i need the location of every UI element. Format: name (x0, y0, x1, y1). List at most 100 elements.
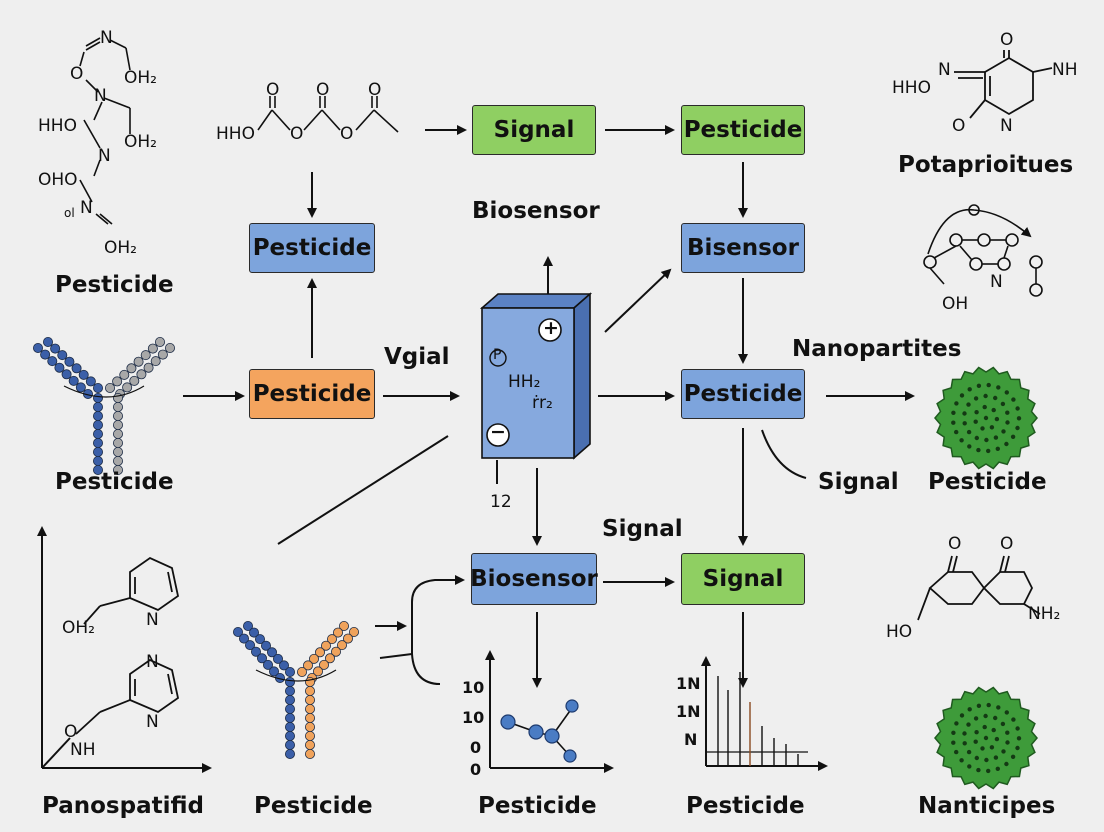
chem-atom: HHO (216, 124, 255, 144)
antibody-bead (93, 428, 104, 439)
antibody-bead (250, 646, 261, 657)
sensor-device (479, 292, 593, 460)
chem-atom: O (70, 64, 84, 84)
antibody-bead (324, 653, 335, 664)
antibody-bead (85, 376, 96, 387)
nanoparticle-spot (991, 727, 996, 733)
chem-atom: N (146, 652, 159, 672)
antibody-bead (318, 659, 329, 670)
chem-atom: NH (70, 740, 96, 760)
antibody-bead (320, 640, 331, 651)
antibody-bead (113, 410, 124, 421)
nanoparticle-spot (983, 713, 988, 719)
nanoparticle-spot (1015, 745, 1020, 751)
antibody-bead (47, 356, 58, 367)
pesticide-box-mid-right[interactable]: Pesticide (681, 369, 805, 419)
nanoparticle-spot (973, 396, 979, 401)
antibody-bead (238, 633, 249, 644)
antibody-bead (284, 722, 295, 733)
antibody-bead (93, 410, 104, 421)
nanoparticle-spot (966, 722, 971, 727)
nanoparticle-spot (974, 410, 979, 415)
bottom-left-axes (37, 526, 212, 773)
data-point (528, 724, 544, 740)
chem-atom: N (938, 60, 951, 80)
antibody-bead (93, 437, 104, 448)
antibody-bead (119, 369, 130, 380)
antibody-bead (113, 419, 124, 430)
label-pesticide-top-left: Pesticide (55, 272, 174, 298)
plot2-tick: 1N (676, 702, 701, 721)
nanoparticle-spot (951, 410, 956, 415)
nanoparticle-spot (1004, 761, 1009, 767)
antibody-bead (164, 342, 175, 353)
antibody-bead (113, 437, 124, 448)
antibody-bead (150, 356, 161, 367)
nanoparticle-spot (994, 736, 1000, 742)
chem-atom: O (340, 124, 354, 144)
nanoparticle-spot (1011, 397, 1016, 402)
device-number: 12 (490, 492, 512, 512)
arrow (604, 268, 672, 333)
nanoparticle-spot (959, 393, 965, 398)
label-pesticide-bottom-3: Pesticide (686, 793, 805, 819)
nanoparticle-spot (966, 402, 971, 407)
nanoparticle-spot (989, 425, 995, 430)
chem-atom: O (368, 80, 382, 100)
plot2-tick: 1N (676, 674, 701, 693)
plus-icon: + (543, 317, 559, 339)
antibody-bead (304, 713, 315, 724)
nanoparticle-spot (966, 429, 972, 435)
antibody-bead (147, 343, 158, 354)
nanoparticle-spot (1005, 740, 1010, 745)
nanoparticle-spot (976, 703, 982, 708)
plot1-tick: 10 (462, 678, 485, 697)
label-pesticide-bottom-1: Pesticide (254, 793, 373, 819)
device-p-symbol: P (493, 347, 502, 363)
antibody-bead (312, 666, 323, 677)
signal-box-top[interactable]: Signal (472, 105, 596, 155)
label-pesticide-bottom-2: Pesticide (478, 793, 597, 819)
antibody-bead (78, 369, 89, 380)
nanoparticle-spot (954, 429, 959, 435)
pesticide-box-orange[interactable]: Pesticide (249, 369, 375, 419)
antibody-bead (284, 695, 295, 706)
nanoparticle-spot (984, 757, 989, 763)
antibody-bead (304, 740, 315, 751)
antibody-bead (40, 349, 51, 360)
nanoparticle-spot (983, 735, 989, 741)
antibody-blue-gray (33, 336, 175, 475)
nanoparticle-spot (954, 401, 959, 406)
antibody-bead (326, 634, 337, 645)
plot1-tick: 0 (470, 738, 482, 757)
antibody-bead (272, 653, 283, 664)
antibody-bead (284, 731, 295, 742)
chem-atom: N (146, 610, 159, 630)
scatter-plot (485, 650, 614, 773)
antibody-bead (304, 704, 315, 715)
signal-box-bottom[interactable]: Signal (681, 553, 805, 605)
antibody-bead (93, 419, 104, 430)
flow-arrows (183, 125, 915, 688)
antibody-bead (304, 749, 315, 760)
nanoparticle-spot (994, 416, 1000, 422)
pesticide-box-blue[interactable]: Pesticide (249, 223, 375, 273)
antibody-bead (143, 362, 154, 373)
antibody-bead (260, 640, 271, 651)
nanoparticle-spot (1011, 717, 1016, 722)
antibody-bead (278, 660, 289, 671)
antibody-bead (93, 464, 104, 475)
nanoparticle-spot (1015, 425, 1020, 431)
nanoparticle-spot (1001, 749, 1006, 754)
antibody-bead (256, 653, 267, 664)
bisensor-box[interactable]: Bisensor (681, 223, 805, 273)
antibody-bead (308, 653, 319, 664)
biosensor-box-bottom[interactable]: Biosensor (470, 553, 598, 605)
chem-atom: HHO (38, 116, 77, 136)
antibody-bead (266, 647, 277, 658)
nanoparticle-spot (986, 448, 991, 454)
label-signal-mid: Signal (602, 516, 683, 542)
antibody-bead (71, 363, 82, 374)
label-nanticipes: Nanticipes (918, 793, 1056, 819)
pesticide-box-top-right[interactable]: Pesticide (681, 105, 805, 155)
